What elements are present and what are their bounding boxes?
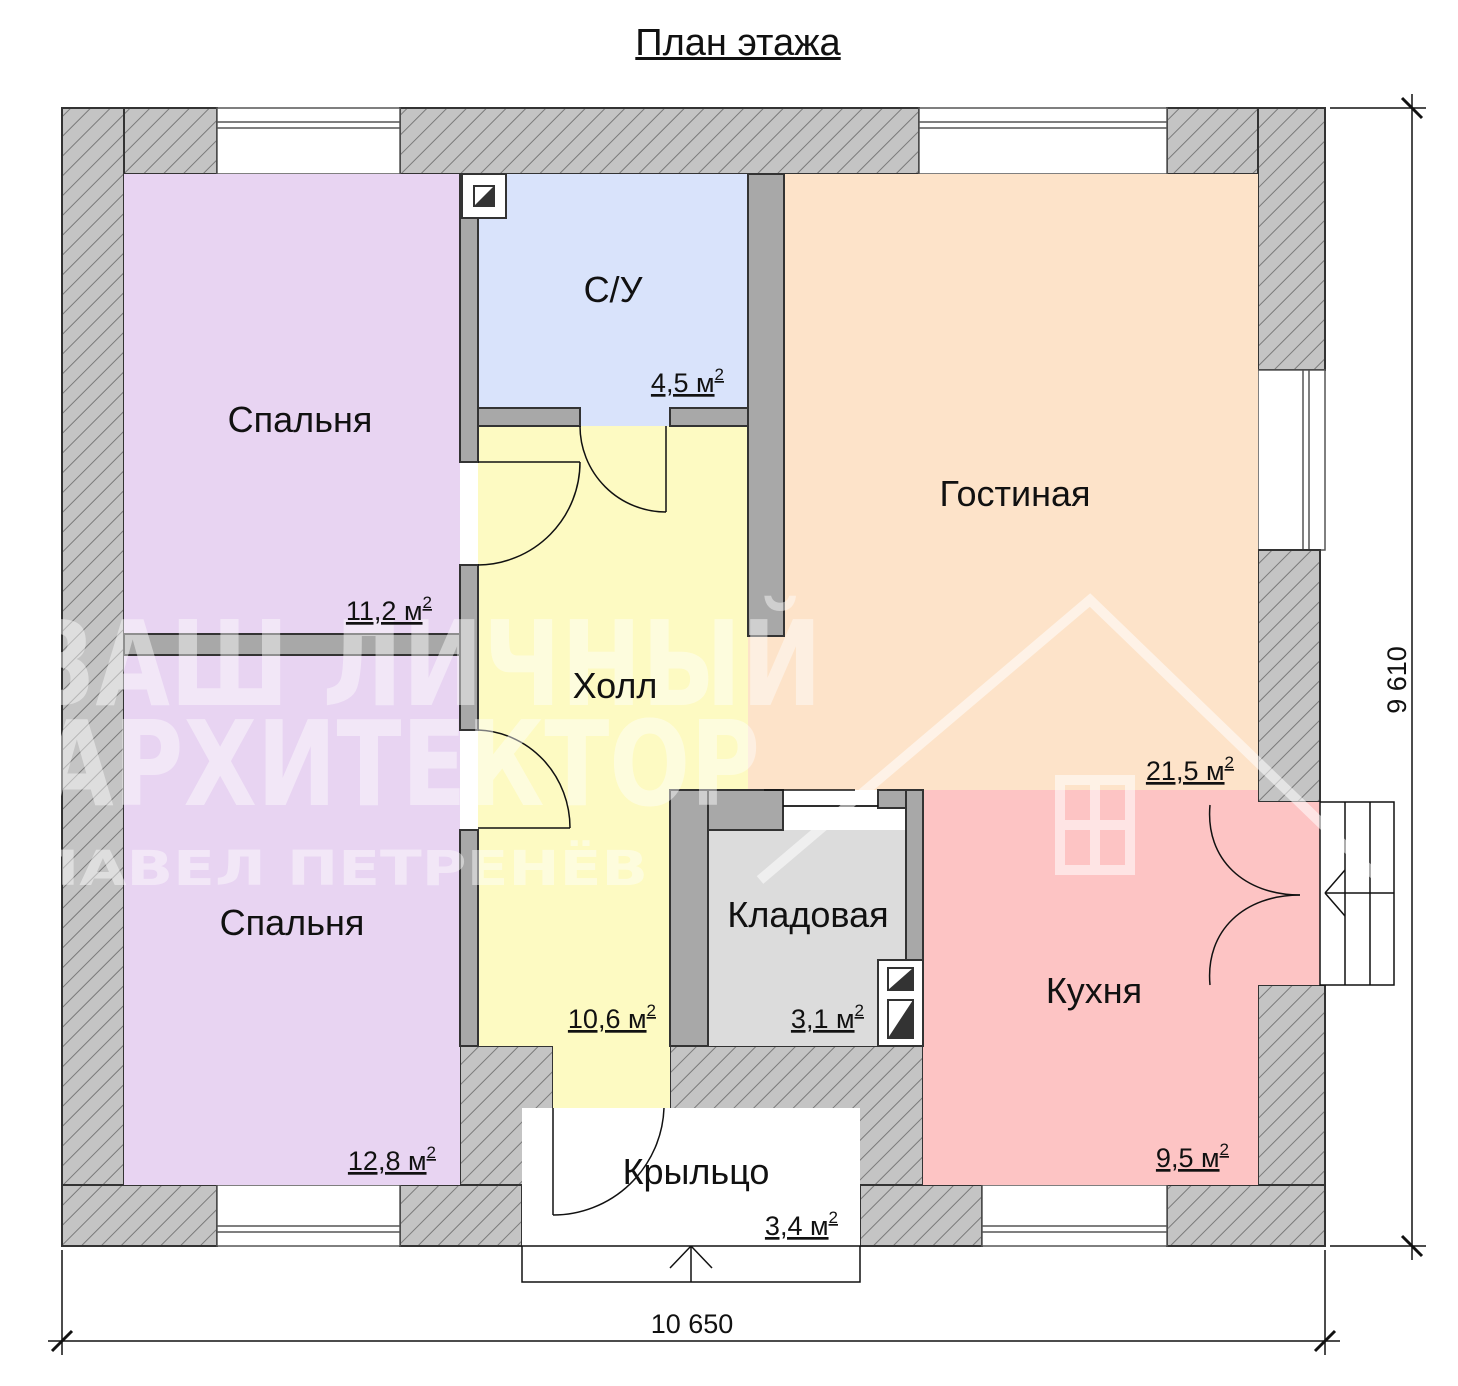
porch-name: Крыльцо xyxy=(623,1151,770,1192)
hall-floor xyxy=(478,426,748,790)
dimension-width-label: 10 650 xyxy=(651,1309,734,1339)
hall-floor-entry xyxy=(553,1046,670,1108)
right-wall-pier xyxy=(1257,549,1321,803)
exterior-walls xyxy=(61,107,1326,1247)
living-room-name: Гостиная xyxy=(939,473,1090,514)
watermark-line-2: АРХИТЕКТОР xyxy=(40,695,760,833)
room-labels: Спальня Спальня С/У Гостиная Холл Кладов… xyxy=(220,269,1143,1192)
bedroom-top-floor xyxy=(124,174,460,634)
dimension-height-label: 9 610 xyxy=(1382,646,1412,714)
watermark: ВАШ ЛИЧНЫЙ АРХИТЕКТОР ПАВЕЛ ПЕТРЕНЁВ xyxy=(22,593,1384,897)
kitchen-area: 9,5 м2 xyxy=(1156,1140,1229,1173)
bedroom-top-area: 11,2 м2 xyxy=(346,593,432,626)
bathroom-name: С/У xyxy=(584,269,644,310)
hall-area: 10,6 м2 xyxy=(568,1001,656,1034)
storage-name: Кладовая xyxy=(727,894,888,935)
bedroom-bottom-name: Спальня xyxy=(220,902,365,943)
area-labels: 11,2 м2 12,8 м2 4,5 м2 21,5 м2 10,6 м2 3… xyxy=(346,365,1234,1241)
dimension-height xyxy=(1330,94,1426,1260)
storage-area: 3,1 м2 xyxy=(791,1001,864,1034)
kitchen-name: Кухня xyxy=(1046,970,1142,1011)
porch-area: 3,4 м2 xyxy=(765,1208,838,1241)
bedroom-bottom-area: 12,8 м2 xyxy=(348,1143,436,1176)
bathroom-floor xyxy=(478,174,748,426)
kitchen-floor-door xyxy=(1258,802,1320,985)
porch-floor xyxy=(522,1108,860,1246)
watermark-line-3: ПАВЕЛ ПЕТРЕНЁВ xyxy=(28,840,648,897)
interior-walls xyxy=(123,173,924,1047)
bathroom-area: 4,5 м2 xyxy=(651,365,724,398)
storage-floor xyxy=(708,830,906,1046)
ventilation-ducts xyxy=(461,173,924,1047)
watermark-line-1: ВАШ ЛИЧНЫЙ xyxy=(22,595,822,733)
watermark-house-icon xyxy=(756,593,1384,884)
plan-title: План этажа xyxy=(635,22,841,64)
hall-floor-lower xyxy=(478,790,670,1046)
living-room-area: 21,5 м2 xyxy=(1146,753,1234,786)
bedroom-bottom-floor xyxy=(124,655,460,1185)
bedroom-top-name: Спальня xyxy=(228,399,373,440)
room-fills xyxy=(124,174,1320,1246)
dimension-width xyxy=(48,1250,1340,1355)
hall-name: Холл xyxy=(573,665,658,706)
living-room-floor-ext xyxy=(748,636,788,790)
